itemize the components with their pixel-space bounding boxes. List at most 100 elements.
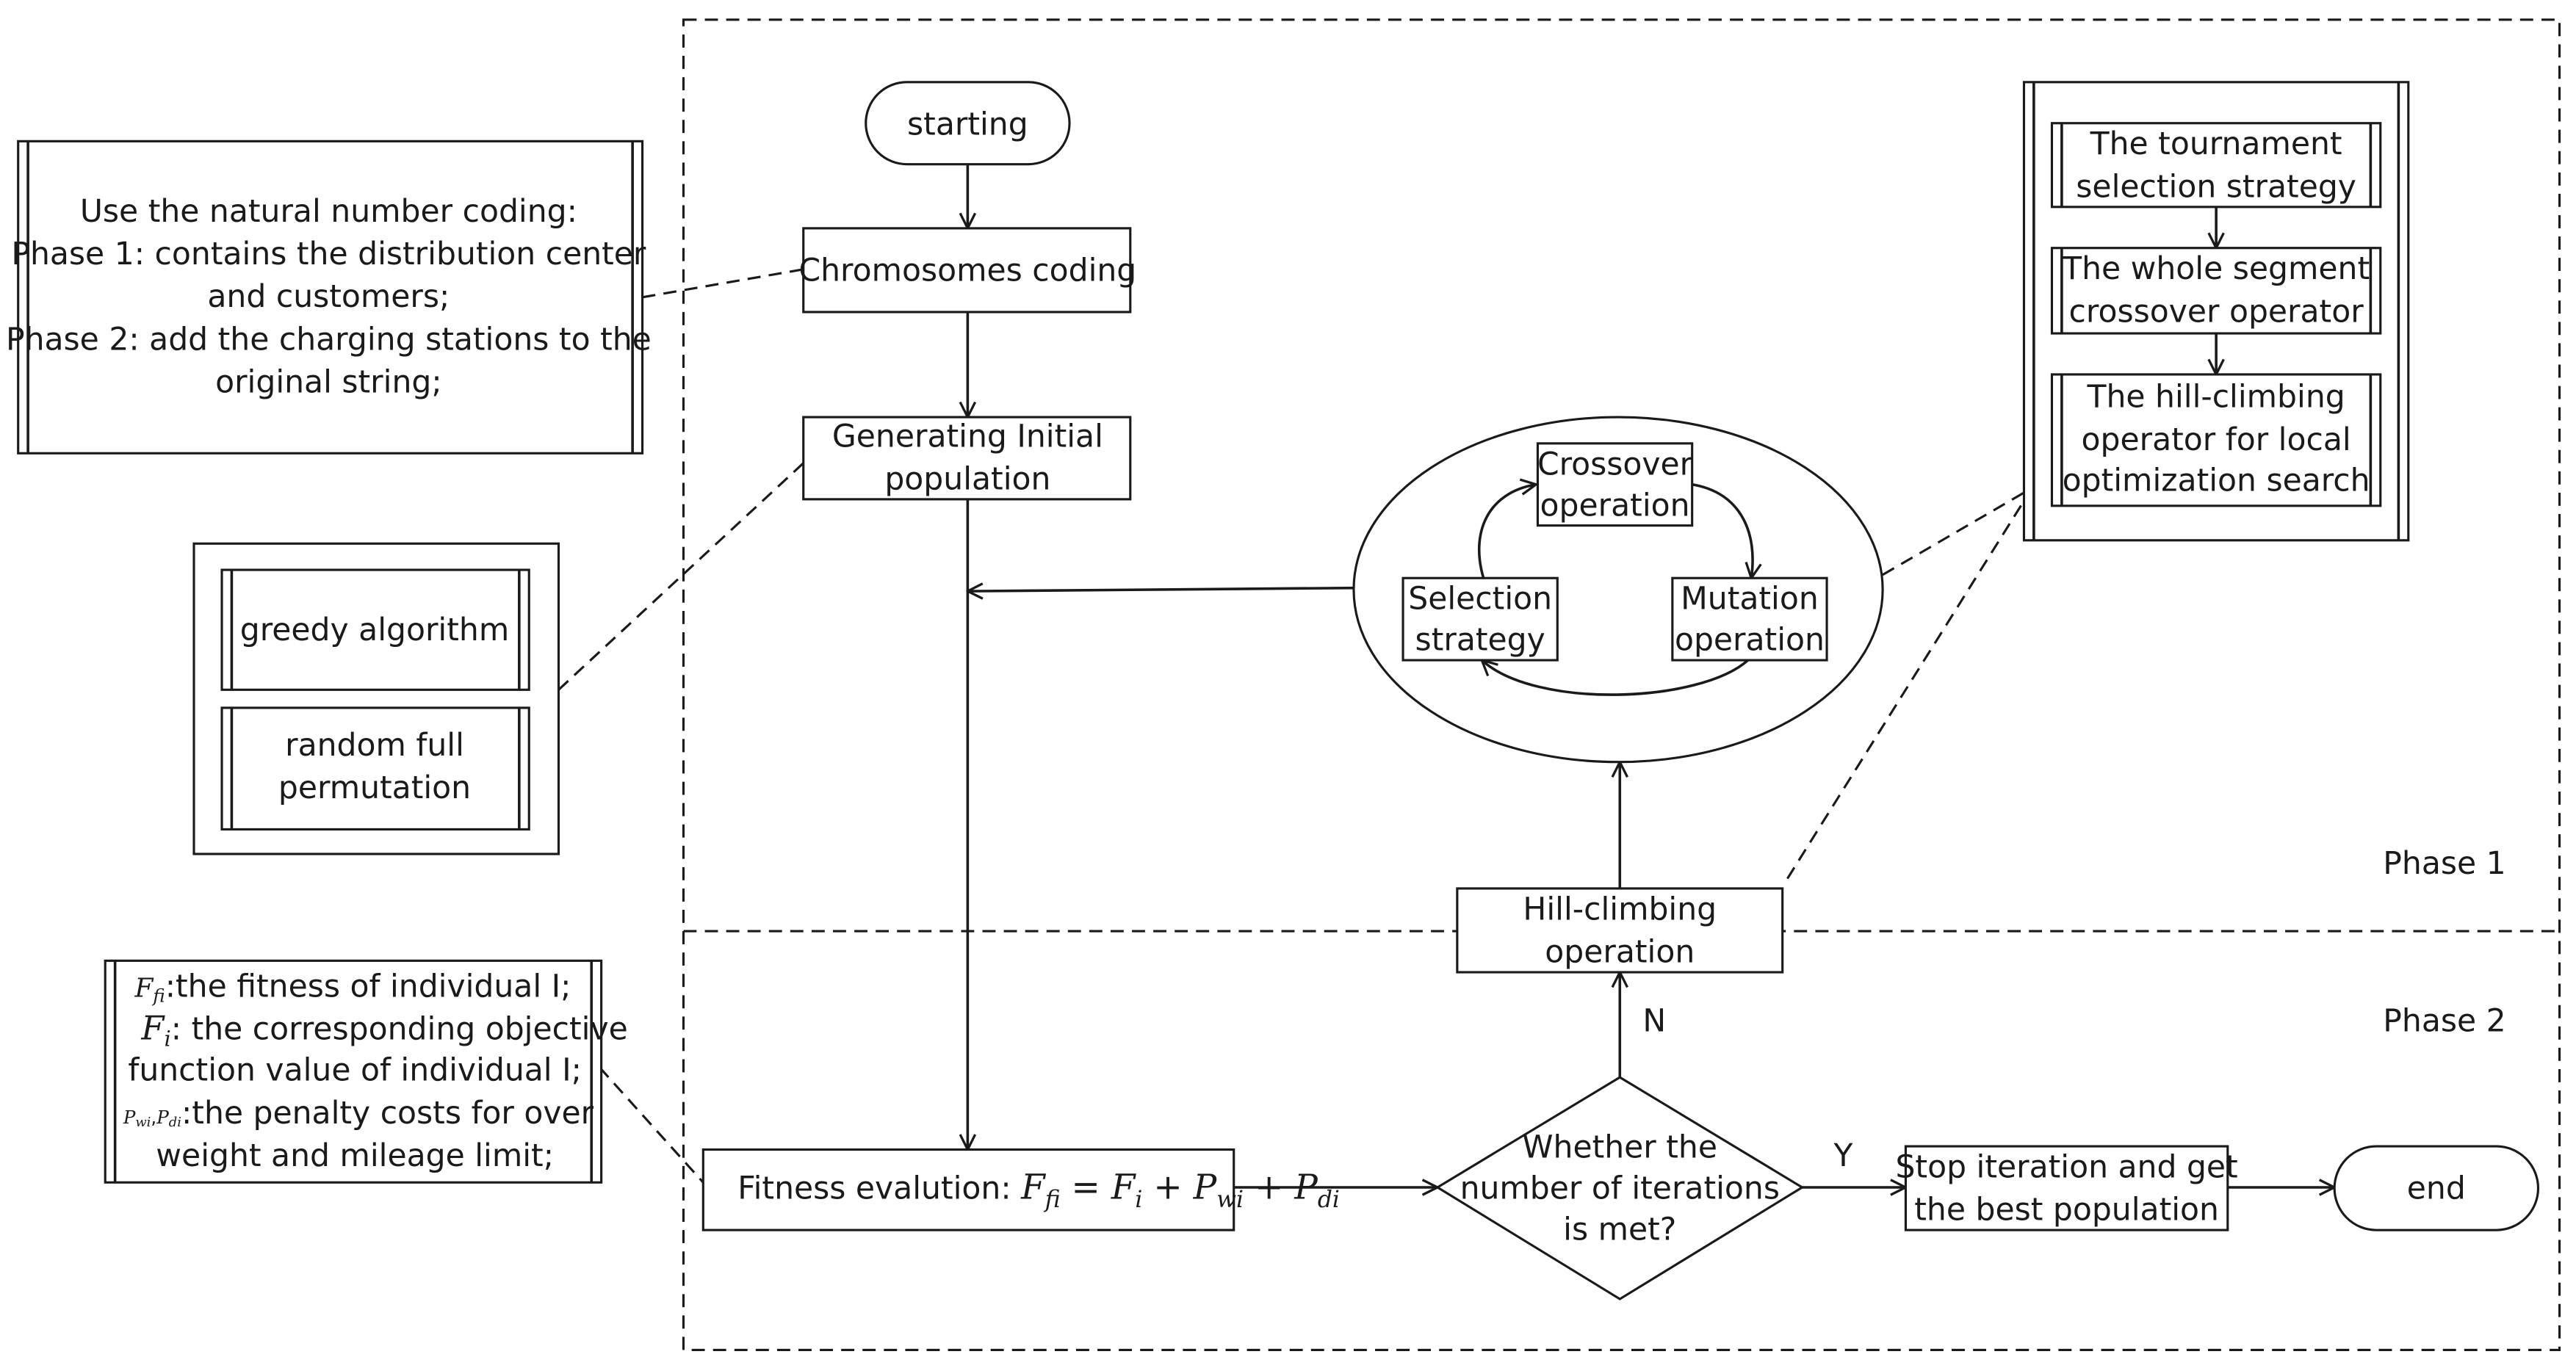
init-population-process: Generating Initial population [802, 416, 1132, 501]
fitness-formula: Fitness evalution: Ffi = Fi + Pwi + Pdi [737, 1168, 1340, 1213]
def-di-subscript: di [169, 1115, 181, 1130]
crossover-box [1536, 442, 1694, 527]
random-line2: permutation [278, 770, 471, 806]
crossover-line1: Crossover [1537, 446, 1693, 482]
fitness-process-box [701, 1148, 1235, 1231]
callout-connectors [558, 268, 2025, 1184]
selection-box [1401, 576, 1559, 662]
coding-note-line1: Use the natural number coding: [80, 194, 577, 230]
mutation-box [1671, 576, 1828, 662]
decision-line1: Whether the [1523, 1130, 1718, 1166]
coding-process: Chromosomes coding [798, 227, 1136, 314]
random-permutation-box [220, 706, 530, 830]
coding-note-line5: original string; [215, 365, 442, 401]
greedy-label: greedy algorithm [240, 612, 509, 648]
phase-outer-boundary [682, 18, 2561, 1351]
def-fitness-text: :the fitness of individual I; [165, 969, 571, 1005]
cycle-arrow-mutation-to-selection [1482, 660, 1749, 696]
operators-note: The tournament selection strategy The wh… [2022, 81, 2410, 542]
phase-2-label: Phase 2 [2383, 1004, 2505, 1040]
def-p-symbol-1: P [123, 1107, 136, 1128]
edge-label-no: N [1642, 1004, 1666, 1040]
start-terminal-shape [865, 81, 1071, 166]
def-i-subscript: i [164, 1027, 170, 1052]
stop-line1: Stop iteration and get [1895, 1150, 2237, 1186]
tournament-line2: selection strategy [2076, 169, 2356, 205]
def-objective-text: : the corresponding objective [171, 1012, 628, 1048]
flow-arrows: N Y [967, 164, 2334, 1187]
coding-note-box [17, 140, 644, 455]
def-p-symbol-2: P [156, 1107, 169, 1128]
formula-fi: F [1111, 1168, 1136, 1208]
end-terminal: end [2333, 1145, 2540, 1231]
hill-operator-box [2050, 373, 2382, 507]
definition-penalty-line2: weight and mileage limit; [156, 1138, 554, 1174]
formula-plus-1: + [1142, 1168, 1193, 1208]
tournament-selection-box [2050, 122, 2382, 209]
coding-note-line4: Phase 2: add the charging stations to th… [6, 322, 652, 358]
selection-line2: strategy [1415, 623, 1545, 659]
init-methods-note: greedy algorithm random full permutation [192, 542, 560, 855]
formula-pdi: P [1294, 1168, 1318, 1208]
stop-line2: the best population [1914, 1193, 2219, 1228]
stop-process: Stop iteration and get the best populati… [1895, 1145, 2238, 1231]
mutation-line2: operation [1675, 623, 1825, 659]
fitness-definitions-box [104, 959, 603, 1184]
formula-fi-subscript: fi [1044, 1187, 1061, 1213]
def-fi-symbol: F [140, 1009, 165, 1048]
greedy-algorithm-box [220, 568, 530, 691]
decision-line2: number of iterations [1460, 1171, 1780, 1207]
coding-process-box [802, 227, 1132, 314]
definition-objective-line2: function value of individual I; [128, 1053, 582, 1089]
mutation-line1: Mutation [1681, 582, 1819, 618]
init-note-connector [558, 462, 804, 691]
coding-note: Use the natural number coding: Phase 1: … [6, 140, 652, 455]
definition-objective: Fi: the corresponding objective [140, 1009, 627, 1052]
decision-diamond [1435, 1076, 1805, 1300]
formula-pwi: P [1193, 1168, 1218, 1208]
def-separator: , [151, 1107, 156, 1128]
cycle-arrow-crossover-to-mutation [1692, 483, 1753, 578]
init-population-box [802, 416, 1132, 501]
phase-regions: Phase 1 Phase 2 [682, 18, 2561, 1351]
segment-crossover-box [2050, 247, 2382, 335]
selection-line1: Selection [1408, 582, 1552, 618]
arrow-ga-cycle-return [967, 588, 1356, 591]
ga-cycle-to-operators-connector [1882, 491, 2025, 576]
definition-penalty: Pwi,Pdi:the penalty costs for over [123, 1096, 594, 1132]
coding-note-line3: and customers; [207, 279, 450, 315]
init-label-line2: population [884, 461, 1050, 497]
hill-line1: Hill-climbing [1523, 891, 1717, 927]
start-terminal: starting [865, 81, 1071, 166]
coding-note-line2: Phase 1: contains the distribution cente… [11, 236, 646, 272]
fitness-process: Fitness evalution: Ffi = Fi + Pwi + Pdi [701, 1148, 1340, 1231]
formula-f: F [1020, 1168, 1046, 1208]
coding-label: Chromosomes coding [798, 253, 1136, 289]
hill-operator-line3: optimization search [2063, 463, 2370, 499]
hill-operator-line2: operator for local [2082, 422, 2351, 458]
hill-operator-line1: The hill-climbing [2087, 380, 2345, 416]
hill-to-operators-connector [1786, 500, 2025, 880]
fitness-prefix: Fitness evalution: [737, 1171, 1021, 1207]
phase-1-label: Phase 1 [2383, 846, 2505, 882]
ga-cycle: Crossover operation Selection strategy M… [1352, 416, 1884, 764]
formula-di-subscript: di [1318, 1187, 1340, 1213]
def-fi-subscript: fi [151, 985, 165, 1006]
end-terminal-shape [2333, 1145, 2540, 1231]
def-penalty-text: :the penalty costs for over [181, 1096, 594, 1132]
edge-label-yes: Y [1833, 1138, 1853, 1174]
segment-line2: crossover operator [2069, 294, 2364, 330]
hill-line2: operation [1545, 935, 1695, 971]
stop-process-box [1904, 1145, 2229, 1231]
fitness-note-connector [599, 1066, 704, 1184]
cycle-arrow-selection-to-crossover [1477, 485, 1536, 579]
formula-plus-2: + [1244, 1168, 1294, 1208]
hill-climbing-process: Hill-climbing operation [1456, 887, 1784, 974]
crossover-line2: operation [1540, 488, 1690, 524]
end-label: end [2407, 1171, 2466, 1207]
init-label-line1: Generating Initial [832, 419, 1103, 455]
start-label: starting [907, 106, 1028, 142]
tournament-line1: The tournament [2090, 126, 2342, 162]
hill-climbing-box [1456, 887, 1784, 974]
